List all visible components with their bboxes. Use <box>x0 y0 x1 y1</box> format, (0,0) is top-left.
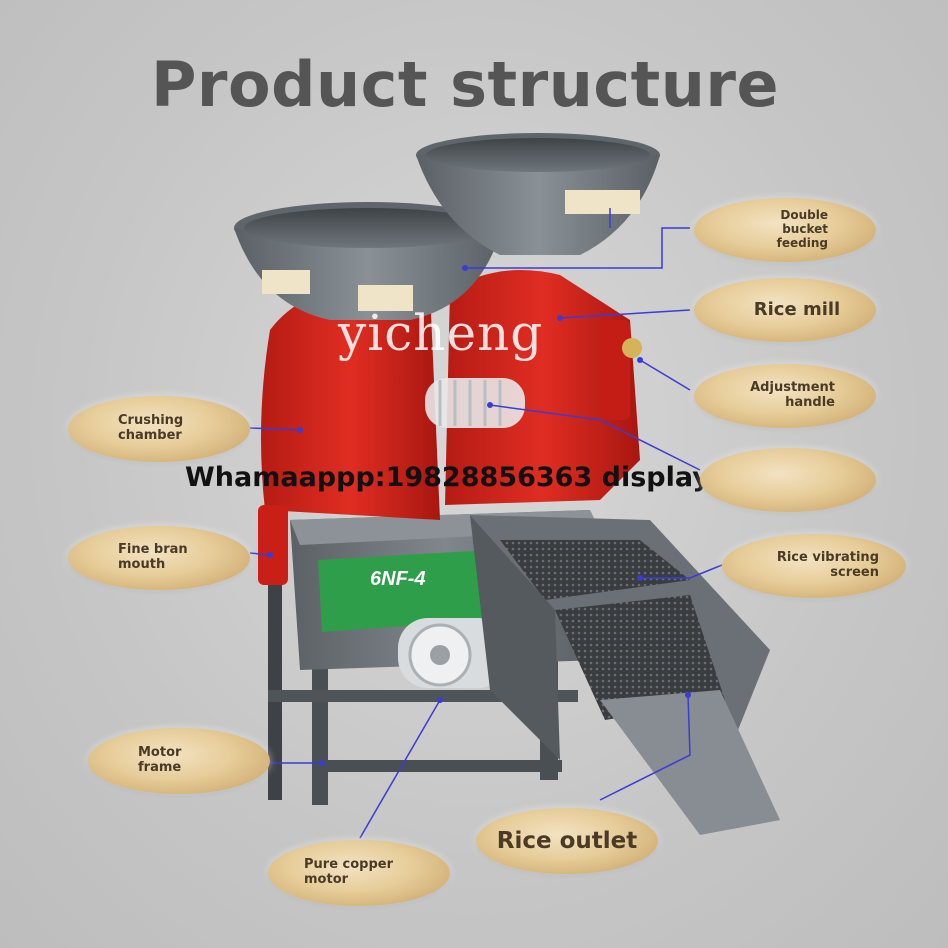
label-text: Crushing chamber <box>118 413 184 443</box>
label-double-bucket-feeding: Double bucket feeding <box>694 198 876 262</box>
transparent-tube-shape <box>425 378 525 428</box>
label-text: Pure copper motor <box>304 857 394 887</box>
svg-text:6NF-4: 6NF-4 <box>370 568 426 590</box>
label-text: Rice mill <box>753 298 841 320</box>
label-crushing-chamber: Crushing chamber <box>68 396 250 462</box>
left-hopper-shape <box>234 202 502 320</box>
label-text: Motor frame <box>138 745 182 775</box>
label-pure-copper-motor: Pure copper motor <box>268 840 450 906</box>
label-fine-bran-mouth: Fine bran mouth <box>68 526 250 590</box>
machine-nameplate: 6NF-4 <box>318 550 492 632</box>
label-rice-vibrating-screen: Rice vibrating screen <box>722 534 906 598</box>
watermark: yicheng <box>338 304 544 362</box>
fine-bran-mouth-shape <box>258 505 288 585</box>
right-hopper-shape <box>416 133 660 255</box>
label-rice-mill: Rice mill <box>694 278 876 342</box>
leader-lines <box>249 208 723 839</box>
label-text: Rice outlet <box>496 827 638 854</box>
label-empty-hot-tube <box>700 448 876 512</box>
page-title: Product structure <box>150 48 779 121</box>
adjustment-handle-shape <box>622 338 642 358</box>
label-text: Double bucket feeding <box>776 208 828 250</box>
label-adjustment-handle: Adjustment handle <box>694 364 876 428</box>
label-rice-outlet: Rice outlet <box>476 808 658 874</box>
label-text: Rice vibrating screen <box>776 550 879 580</box>
rice-mill-shape <box>445 270 642 505</box>
label-motor-frame: Motor frame <box>88 728 270 794</box>
motor-shape <box>398 618 508 688</box>
rice-outlet-chute <box>600 690 780 835</box>
label-text: Adjustment handle <box>750 380 835 410</box>
label-text: Fine bran mouth <box>118 542 188 572</box>
crushing-chamber-shape <box>258 285 440 585</box>
